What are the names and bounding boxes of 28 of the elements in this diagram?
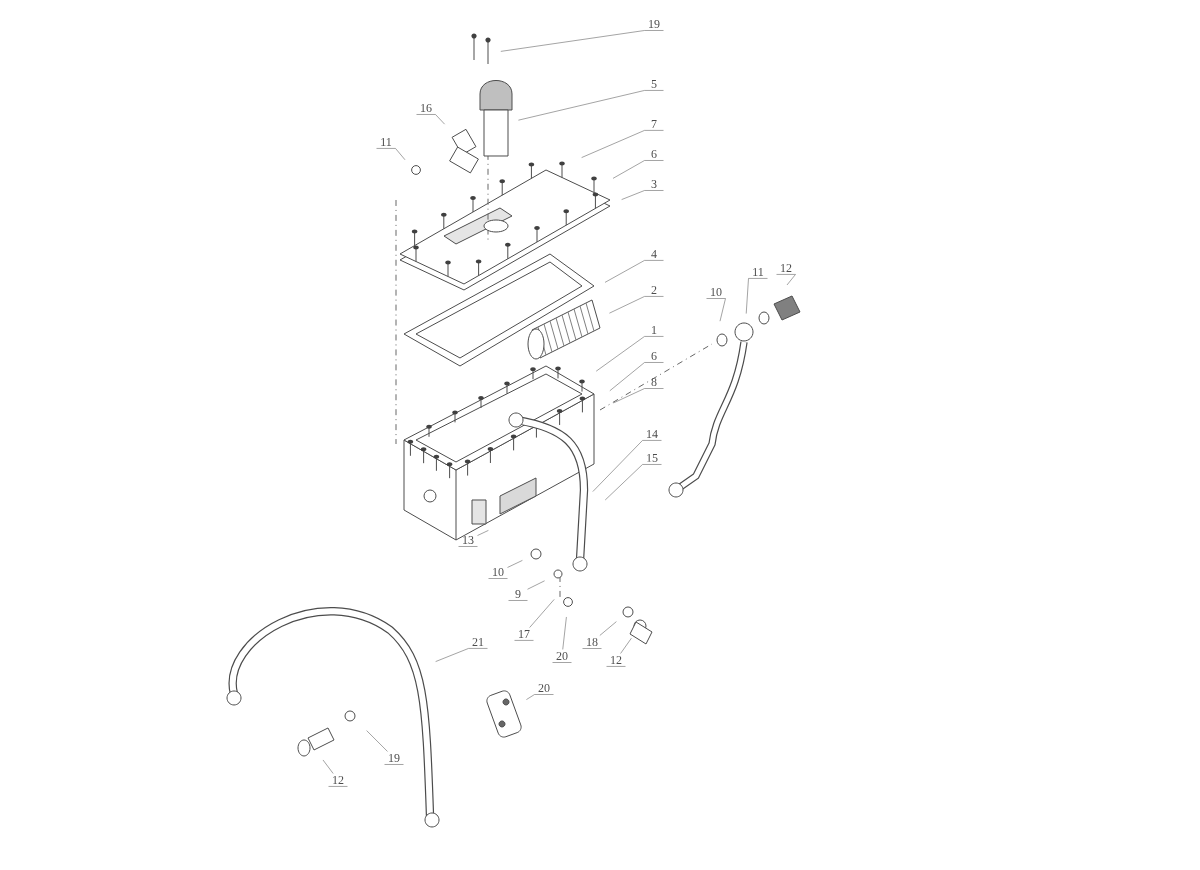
leader-line [500, 30, 645, 52]
leader-line [592, 440, 643, 492]
leader-line [562, 616, 567, 650]
leader-line [621, 190, 645, 200]
leader-line [609, 362, 645, 392]
leader-line [435, 648, 469, 662]
leader-line [604, 464, 643, 501]
leader-line [595, 336, 645, 372]
leader-line [612, 160, 645, 179]
leader-line [613, 388, 645, 404]
leader-line [395, 148, 406, 161]
leader-line [527, 580, 545, 590]
leader-line [719, 298, 726, 322]
leader-line [599, 621, 617, 636]
leader-line [322, 759, 334, 774]
leader-line [477, 530, 489, 536]
leader-line [745, 278, 749, 314]
leader-line [507, 560, 523, 568]
leader-line [620, 637, 632, 654]
leader-line [609, 296, 645, 314]
leader-line [518, 90, 645, 121]
leader-line [604, 260, 645, 283]
leader-line [581, 130, 645, 158]
leader-line [366, 730, 388, 752]
leader-line [526, 694, 535, 700]
leader-line [529, 599, 555, 628]
leader-line [435, 114, 445, 125]
leader-line [786, 274, 796, 286]
